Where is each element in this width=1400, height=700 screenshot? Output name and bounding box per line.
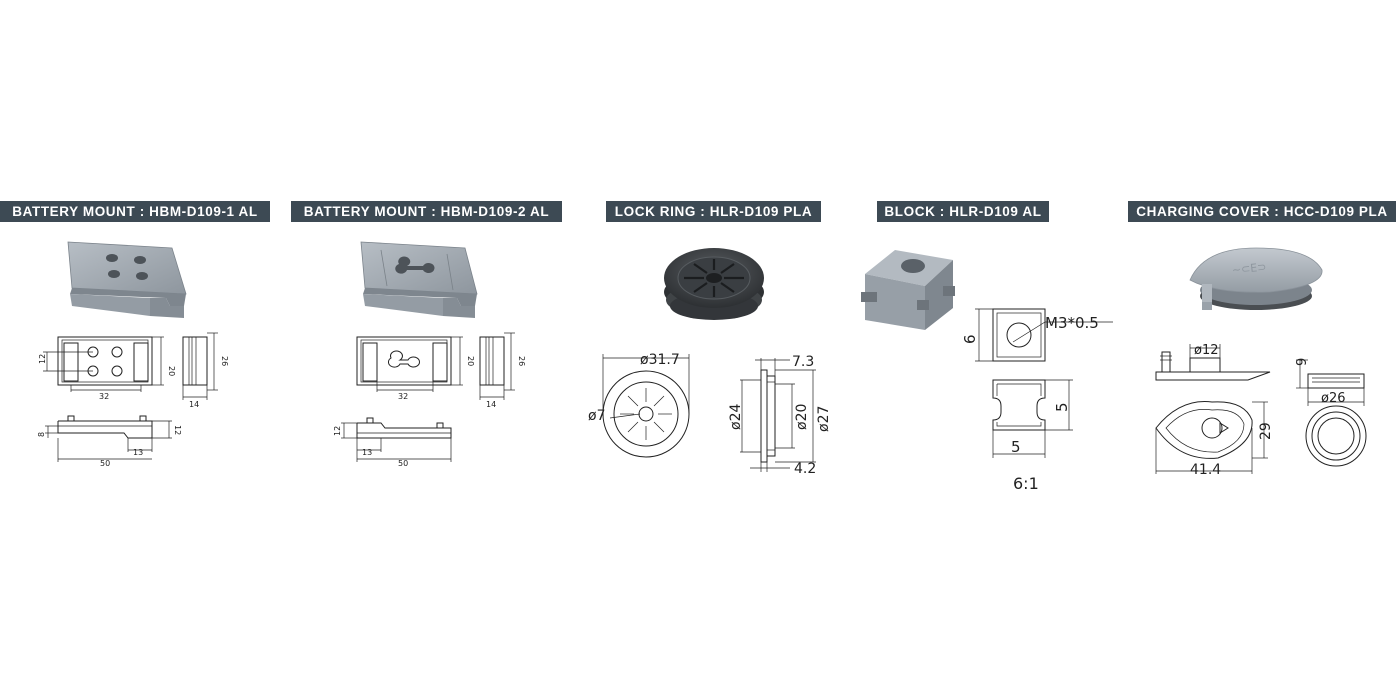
lock-ring-side-view xyxy=(740,358,816,472)
dim-9: 9 xyxy=(1295,358,1310,366)
dim-d12: ø12 xyxy=(1194,343,1219,358)
block-illustration: 6 M3*0.5 5 5 6:1 xyxy=(861,250,1113,493)
product-label-lock-ring: LOCK RING : HLR-D109 PLA xyxy=(606,201,821,222)
dim-26: 26 xyxy=(220,356,229,366)
dim-29: 29 xyxy=(1258,422,1274,440)
charging-cover-top-view xyxy=(1155,401,1268,474)
dim-50: 50 xyxy=(398,459,408,468)
product-label-battery-mount-1: BATTERY MOUNT : HBM-D109-1 AL xyxy=(0,201,270,222)
charging-cover-side-view xyxy=(1155,344,1271,381)
dim-12-a: 12 xyxy=(38,354,47,364)
dim-height-6: 6 xyxy=(961,334,979,344)
product-label-block: BLOCK : HLR-D109 AL xyxy=(877,201,1049,222)
dim-12: 12 xyxy=(333,426,342,436)
charging-cover-bottom-view xyxy=(1305,405,1367,467)
dim-hole-diameter: ø7 xyxy=(588,408,605,424)
dim-14: 14 xyxy=(486,400,496,409)
dim-32: 32 xyxy=(99,392,109,401)
charging-cover-illustration: ~⊂E⊃ ø12 29 41.4 9 ø26 xyxy=(1155,247,1367,478)
battery-mount-1-top-view xyxy=(43,336,164,392)
battery-mount-2-front-view xyxy=(341,417,452,462)
dim-13: 13 xyxy=(362,448,372,457)
block-front-view xyxy=(992,379,1073,458)
dim-12-b: 12 xyxy=(173,425,182,435)
dim-32: 32 xyxy=(398,392,408,401)
dim-base-5: 5 xyxy=(1011,438,1021,456)
dim-d26: ø26 xyxy=(1321,391,1346,406)
dim-thickness-4-2: 4.2 xyxy=(794,461,816,477)
product-label-charging-cover: CHARGING COVER : HCC-D109 PLA xyxy=(1128,201,1396,222)
battery-mount-1-front-view xyxy=(45,415,172,462)
battery-mount-2-side-view xyxy=(479,332,515,400)
dim-8: 8 xyxy=(37,432,46,437)
dim-26: 26 xyxy=(517,356,526,366)
dim-41-4: 41.4 xyxy=(1190,462,1221,478)
block-top-view xyxy=(975,308,1113,362)
dim-d27: ø27 xyxy=(816,406,832,432)
block-render xyxy=(861,250,955,330)
battery-mount-1-illustration: 12 32 20 26 14 8 12 13 50 xyxy=(37,241,229,468)
lock-ring-front-view xyxy=(602,354,690,458)
dim-20: 20 xyxy=(167,366,176,376)
lock-ring-illustration: ø31.7 ø7 7.3 ø24 ø20 ø27 4.2 xyxy=(588,248,832,477)
svg-text:~⊂E⊃: ~⊂E⊃ xyxy=(1231,260,1267,277)
battery-mount-1-side-view xyxy=(182,332,218,400)
charging-cover-render: ~⊂E⊃ xyxy=(1189,247,1323,310)
dim-d20: ø20 xyxy=(794,404,810,430)
product-label-battery-mount-2: BATTERY MOUNT : HBM-D109-2 AL xyxy=(291,201,562,222)
dim-thread-m3: M3*0.5 xyxy=(1045,314,1099,332)
dim-outer-diameter: ø31.7 xyxy=(640,352,680,368)
dim-13: 13 xyxy=(133,448,143,457)
battery-mount-2-illustration: 32 20 26 14 12 13 50 xyxy=(333,241,526,468)
battery-mount-1-render xyxy=(67,241,187,318)
battery-mount-2-render xyxy=(360,241,478,318)
scale-label: 6:1 xyxy=(1013,474,1039,493)
dim-50: 50 xyxy=(100,459,110,468)
dim-width-7-3: 7.3 xyxy=(792,354,814,370)
charging-cover-bottom-side-view xyxy=(1296,359,1365,406)
dim-14: 14 xyxy=(189,400,199,409)
dim-20: 20 xyxy=(466,356,475,366)
dim-side-5: 5 xyxy=(1053,402,1071,412)
battery-mount-2-top-view xyxy=(356,336,463,392)
lock-ring-render xyxy=(664,248,764,320)
dim-d24: ø24 xyxy=(728,404,744,430)
